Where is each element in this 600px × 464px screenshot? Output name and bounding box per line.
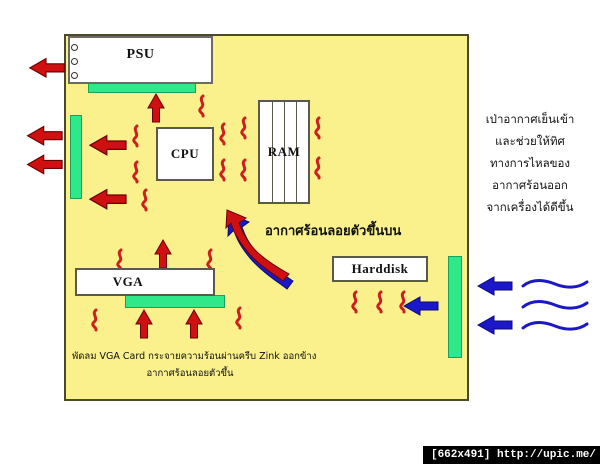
- arrow-front-intake-upper: [477, 276, 513, 296]
- vga-cooling-note-line-1: พัดลม VGA Card กระจายความร้อนผ่านครีบ Zi…: [72, 351, 317, 362]
- harddisk-label: Harddisk: [351, 261, 409, 276]
- intake-fan-note-line-4: อากาศร้อนออก: [492, 178, 568, 192]
- cpu-label: CPU: [170, 146, 200, 161]
- watermark-text: [662x491] http://upic.me/: [430, 449, 596, 461]
- arrow-side-exhaust-upper: [27, 125, 63, 146]
- vga-component: VGA: [75, 268, 215, 296]
- wave-line-1: [521, 279, 589, 289]
- wave-line-3: [521, 321, 589, 331]
- intake-fan-note-line-1: เป่าอากาศเย็นเข้า: [485, 112, 575, 126]
- ram-component: RAM: [258, 100, 310, 204]
- psu-component: PSU: [68, 36, 213, 84]
- vga-fan: [125, 295, 225, 308]
- vga-cooling-note: พัดลม VGA Card กระจายความร้อนผ่านครีบ Zi…: [70, 348, 370, 382]
- vga-cooling-note-line-2: อากาศร้อนลอยตัวขึ้น: [146, 368, 234, 379]
- arrow-side-exhaust-lower: [27, 154, 63, 175]
- watermark-bar: [662x491] http://upic.me/: [422, 446, 600, 464]
- intake-fan-note-line-3: ทางการไหลของ: [489, 156, 571, 170]
- arrow-psu-exhaust-left: [29, 58, 65, 78]
- wave-line-2: [521, 300, 589, 310]
- ram-slot-divider-1: [272, 102, 273, 202]
- psu-vent-hole-3: [71, 72, 78, 79]
- ram-slot-divider-2: [284, 102, 285, 202]
- arrow-front-intake-lower: [477, 315, 513, 335]
- cpu-component: CPU: [156, 127, 214, 181]
- intake-fan-note-line-2: และช่วยให้ทิศ: [495, 134, 565, 148]
- intake-fan-note: เป่าอากาศเย็นเข้า และช่วยให้ทิศ ทางการไห…: [466, 108, 594, 218]
- psu-vent-hole-1: [71, 44, 78, 51]
- ram-label: RAM: [267, 144, 301, 159]
- hot-air-rises-label: อากาศร้อนลอยตัวขึ้นบน: [265, 224, 402, 239]
- psu-vent-hole-2: [71, 58, 78, 65]
- ram-slot-divider-3: [296, 102, 297, 202]
- harddisk-component: Harddisk: [332, 256, 428, 282]
- intake-fan-note-line-5: จากเครื่องได้ดีขึ้น: [486, 200, 574, 214]
- vga-label: VGA: [112, 274, 144, 289]
- psu-label: PSU: [126, 47, 155, 62]
- case-side-vent: [70, 115, 82, 199]
- case-front-intake-fan: [448, 256, 462, 358]
